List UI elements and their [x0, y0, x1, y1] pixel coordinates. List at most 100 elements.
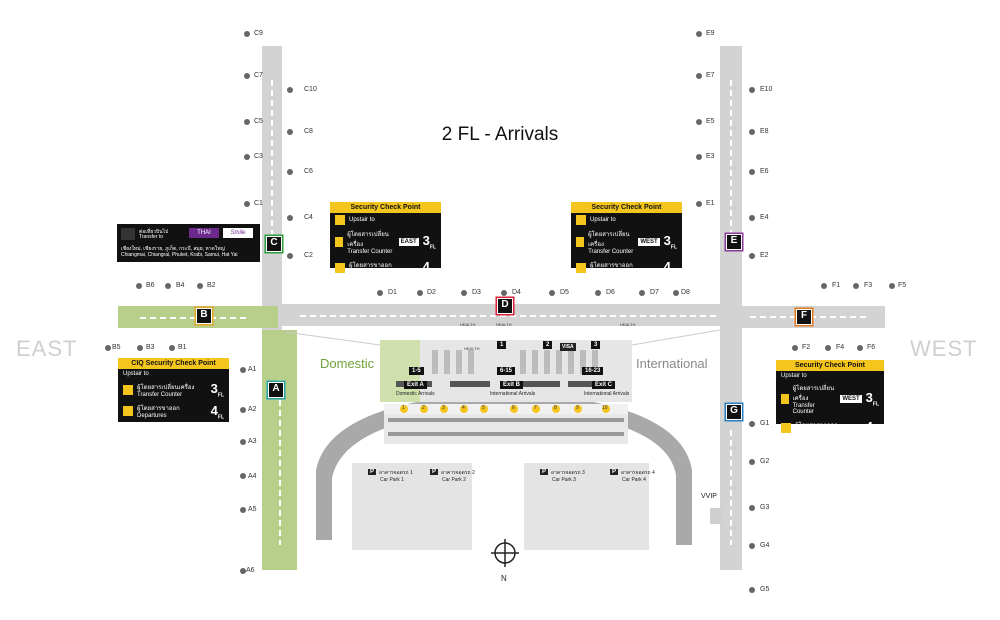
stairs-icon — [576, 215, 586, 225]
gate-label[interactable]: B2 — [207, 282, 216, 289]
west-label: WEST — [910, 336, 978, 361]
pier-g-badge[interactable]: G — [726, 404, 742, 420]
gate-label[interactable]: E10 — [760, 86, 773, 93]
gate-label[interactable]: E8 — [760, 128, 769, 135]
gate-label[interactable]: D4 — [512, 289, 521, 296]
exit-a[interactable]: Exit A — [404, 381, 427, 389]
belt-sign-2: 2 — [543, 341, 553, 349]
gate-label[interactable]: A2 — [248, 406, 257, 413]
gate-label[interactable]: C7 — [254, 72, 263, 79]
gate-label[interactable]: G4 — [760, 542, 770, 549]
pier-a-badge[interactable]: A — [268, 382, 284, 398]
gate-label[interactable]: G5 — [760, 586, 770, 593]
gate-label[interactable]: B5 — [112, 344, 121, 351]
door-number: 6 — [512, 405, 515, 411]
gate-label[interactable]: E1 — [706, 200, 715, 207]
gate-label[interactable]: D7 — [650, 289, 659, 296]
gate-label[interactable]: B4 — [176, 282, 185, 289]
west-badge: WEST — [638, 238, 660, 246]
transfer-icon — [576, 237, 585, 247]
plane-icons — [105, 31, 895, 593]
parking-icon: P — [430, 469, 439, 475]
gate-label[interactable]: A4 — [248, 473, 257, 480]
pier-f-badge[interactable]: F — [796, 309, 812, 325]
gate-label[interactable]: A3 — [248, 438, 257, 445]
connector-west — [284, 331, 381, 346]
gate-label[interactable]: C4 — [304, 214, 313, 221]
gate-label[interactable]: F3 — [864, 282, 873, 289]
pier-e-badge[interactable]: E — [726, 234, 742, 250]
pier-c-badge[interactable]: C — [266, 236, 282, 252]
gate-label[interactable]: E5 — [706, 118, 715, 125]
vvip-label: VVIP — [701, 493, 717, 500]
gate-label[interactable]: E6 — [760, 168, 769, 175]
gate-label[interactable]: C5 — [254, 118, 263, 125]
gate-label[interactable]: C9 — [254, 30, 263, 37]
gate-label[interactable]: F1 — [832, 282, 841, 289]
gate-label[interactable]: C10 — [304, 86, 317, 93]
floor-number: 4FL — [865, 419, 879, 437]
gate-label[interactable]: E9 — [706, 30, 715, 37]
gate-label[interactable]: D3 — [472, 289, 481, 296]
gate-label[interactable]: D5 — [560, 289, 569, 296]
gate-label[interactable]: C1 — [254, 200, 263, 207]
security-upstair-row: Upstair to — [571, 213, 682, 227]
gate-label[interactable]: E3 — [706, 153, 715, 160]
gate-label[interactable]: C3 — [254, 153, 263, 160]
gate-label[interactable]: E7 — [706, 72, 715, 79]
security-upstair-row: Upstair to — [118, 369, 229, 379]
gate-label[interactable]: B1 — [178, 344, 187, 351]
gate-label[interactable]: C8 — [304, 128, 313, 135]
gate-label[interactable]: G3 — [760, 504, 770, 511]
health-sign: HEALTH — [460, 322, 476, 327]
gate-label[interactable]: G2 — [760, 458, 770, 465]
gate-label[interactable]: B6 — [146, 282, 155, 289]
gate-label[interactable]: C2 — [304, 252, 313, 259]
gate-label[interactable]: C6 — [304, 168, 313, 175]
door-number: 7 — [534, 405, 537, 411]
gate-label[interactable]: F6 — [867, 344, 876, 351]
gate-label[interactable]: A6 — [246, 567, 255, 574]
gate-label[interactable]: F2 — [802, 344, 811, 351]
pier-b-badge[interactable]: B — [196, 308, 212, 324]
transfer-icon — [781, 394, 789, 404]
health-sign: HEALTH — [496, 322, 512, 327]
gate-label[interactable]: D2 — [427, 289, 436, 296]
gate-label[interactable]: A1 — [248, 366, 257, 373]
gate-label[interactable]: D6 — [606, 289, 615, 296]
door-number: 10 — [602, 405, 608, 411]
exit-c[interactable]: Exit C — [592, 381, 616, 389]
gate-label[interactable]: G1 — [760, 420, 770, 427]
gate-label[interactable]: E4 — [760, 214, 769, 221]
floor-number: 3FL — [865, 390, 879, 408]
exit-b[interactable]: Exit B — [500, 381, 524, 389]
gate-label[interactable]: E2 — [760, 252, 769, 259]
gate-label[interactable]: A5 — [248, 506, 257, 513]
vvip-room — [710, 508, 722, 524]
floor-number: 3FL — [663, 233, 677, 251]
thai-cities-en: Chiangmai, Chiangrai, Phuket, Krabi, Sam… — [121, 252, 238, 258]
gate-label[interactable]: F4 — [836, 344, 845, 351]
gate-label[interactable]: F5 — [898, 282, 907, 289]
pier-d-badge[interactable]: D — [497, 298, 513, 314]
departures-icon — [123, 406, 133, 417]
upstair-label: Upstair to — [349, 217, 375, 223]
door-number: 2 — [422, 405, 425, 411]
gate-label[interactable]: D8 — [681, 289, 690, 296]
floor-number: 4FL — [210, 402, 224, 421]
gate-label[interactable]: D1 — [388, 289, 397, 296]
gate-label[interactable]: B3 — [146, 344, 155, 351]
